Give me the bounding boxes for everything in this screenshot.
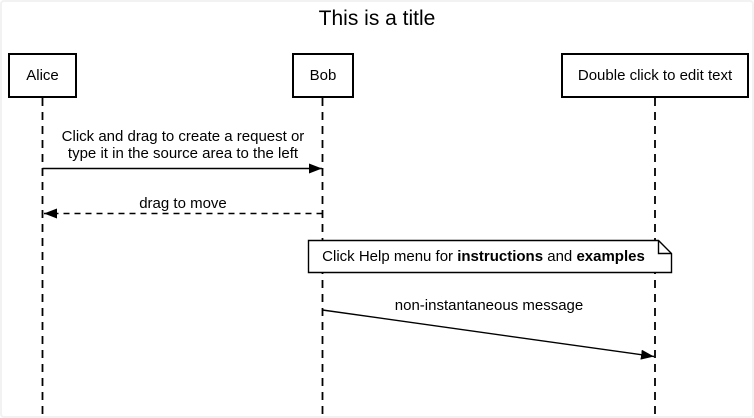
note-shape[interactable] [307, 239, 673, 274]
diagram-title[interactable]: This is a title [318, 7, 436, 30]
note-fold-corner [657, 240, 672, 255]
actor-box-alice[interactable]: Alice [8, 53, 77, 98]
actor-label-edit-text: Double click to edit text [577, 67, 733, 84]
actor-label-bob: Bob [309, 67, 337, 84]
message-label-drag-to-move[interactable]: drag to move [139, 195, 227, 212]
message-arrow-non-instantaneous[interactable] [322, 309, 655, 360]
message-label-request-line2: type it in the source area to the left [67, 145, 299, 162]
actor-label-alice: Alice [26, 67, 59, 84]
message-label-non-instantaneous[interactable]: non-instantaneous message [394, 297, 584, 314]
message-label-request-line1: Click and drag to create a request or [61, 128, 305, 145]
note-text-part1: Click Help menu for [322, 248, 458, 265]
note-text-part3: and [543, 248, 577, 265]
note-text[interactable]: Click Help menu for instructions and exa… [308, 240, 659, 273]
actor-box-edit-text[interactable]: Double click to edit text [561, 53, 749, 98]
note-text-part4-bold: examples [576, 248, 645, 265]
note-text-part2-bold: instructions [457, 248, 544, 265]
message-label-request[interactable]: Click and drag to create a request or ty… [43, 128, 323, 162]
actor-box-bob[interactable]: Bob [292, 53, 354, 98]
